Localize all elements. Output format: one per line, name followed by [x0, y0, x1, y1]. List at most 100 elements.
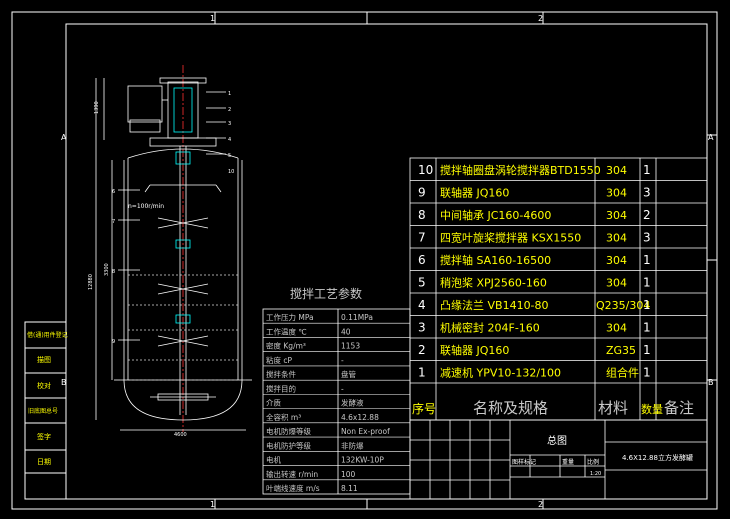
process-cell-label: 粘度 cP — [266, 355, 293, 365]
process-table-title: 搅拌工艺参数 — [290, 286, 362, 301]
process-cell-value: 盘管 — [341, 369, 356, 379]
bom-cell-seq: 7 — [418, 231, 426, 245]
bom-cell-qty: 1 — [643, 276, 651, 290]
bom-cell-material: ZG35 — [606, 344, 636, 357]
zone-label-right-b: B — [708, 378, 714, 387]
bom-cell-qty: 2 — [643, 208, 651, 222]
bom-cell-name: 稍泡桨 XPJ2560-160 — [440, 276, 547, 290]
bom-cell-material: 304 — [606, 254, 627, 267]
part-callout-number: 1 — [228, 91, 231, 97]
bom-cell-material: 304 — [606, 164, 627, 177]
bom-cell-name: 四宽叶旋桨搅拌器 KSX1550 — [440, 231, 581, 245]
bom-header-name: 名称及规格 — [473, 399, 548, 417]
bom-cell-name: 联轴器 JQ160 — [440, 186, 509, 200]
process-cell-label: 全容积 m³ — [266, 412, 301, 422]
speed-note: n=100r/min — [128, 203, 164, 210]
bom-cell-seq: 6 — [418, 253, 426, 267]
part-callout-number: 5 — [228, 153, 231, 159]
strip-cell-sign: 签字 — [37, 432, 51, 441]
process-cell-label: 电机防爆等级 — [266, 426, 311, 436]
bom-cell-qty: 1 — [643, 366, 651, 380]
dim-width: 4600 — [174, 432, 187, 438]
process-cell-label: 输出转速 r/min — [266, 469, 318, 479]
process-cell-label: 工作压力 MPa — [266, 312, 314, 322]
bom-cell-material: 304 — [606, 209, 627, 222]
part-callout-number: 9 — [112, 339, 115, 345]
process-cell-value: 4.6x12.88 — [341, 413, 379, 422]
process-cell-label: 工作温度 ℃ — [266, 326, 307, 336]
process-cell-value: 发酵液 — [341, 398, 364, 408]
part-callout-number: 3 — [228, 121, 231, 127]
bom-cell-qty: 1 — [643, 298, 651, 312]
bom-cell-qty: 3 — [643, 186, 651, 200]
process-cell-value: 8.11 — [341, 484, 358, 493]
zone-label-bottom-2: 2 — [538, 500, 543, 509]
bom-cell-name: 联轴器 JQ160 — [440, 343, 509, 357]
bom-cell-qty: 3 — [643, 231, 651, 245]
process-cell-label: 密度 Kg/m³ — [266, 341, 306, 351]
process-cell-value: Non Ex-proof — [341, 427, 390, 436]
part-callout-number: 10 — [228, 169, 234, 175]
left-registration-strip — [24, 321, 67, 500]
bom-cell-qty: 1 — [643, 253, 651, 267]
process-cell-label: 电机防护等级 — [266, 440, 311, 450]
process-cell-label: 搅拌条件 — [266, 369, 296, 379]
bom-header-remark: 备注 — [664, 399, 694, 417]
bom-cell-seq: 8 — [418, 208, 426, 222]
bom-cell-name: 中间轴承 JC160-4600 — [440, 208, 551, 222]
zone-label-top-1: 1 — [210, 14, 215, 23]
strip-cell-date: 日期 — [37, 458, 51, 466]
bom-cell-name: 机械密封 204F-160 — [440, 321, 540, 335]
strip-cell-old-no: 旧底图总号 — [28, 407, 58, 415]
bom-cell-material: Q235/304 — [596, 299, 650, 312]
bom-header-seq: 序号 — [412, 401, 436, 416]
bom-cell-name: 凸缘法兰 VB1410-80 — [440, 298, 549, 312]
bom-cell-seq: 5 — [418, 276, 426, 290]
process-cell-label: 叶端线速度 m/s — [266, 483, 320, 493]
strip-cell-register: 借(通)用件登记 — [27, 331, 68, 339]
bom-cell-material: 304 — [606, 232, 627, 245]
process-cell-label: 搅拌目的 — [266, 383, 296, 393]
bom-cell-name: 搅拌轴 SA160-16500 — [440, 253, 551, 267]
zone-label-right-a: A — [708, 133, 714, 142]
bom-header-qty: 数量 — [641, 403, 663, 416]
process-cell-value: 非防爆 — [341, 440, 364, 450]
process-cell-value: 100 — [341, 470, 356, 479]
process-cell-label: 电机 — [266, 455, 281, 465]
bom-cell-qty: 1 — [643, 343, 651, 357]
part-callout-number: 7 — [112, 219, 115, 225]
dim-top-height: 1390 — [94, 101, 100, 114]
fermenter-vessel-drawing — [95, 65, 252, 432]
bom-header-row: 序号 名称及规格 材料 数量 备注 — [412, 399, 694, 417]
bom-cell-material: 304 — [606, 322, 627, 335]
part-callout-number: 2 — [228, 107, 231, 113]
bom-cell-seq: 10 — [418, 163, 433, 177]
part-callout-number: 6 — [112, 189, 115, 195]
zone-label-left-a: A — [61, 133, 67, 142]
bom-cell-seq: 1 — [418, 366, 426, 380]
zone-label-left-b: B — [61, 378, 67, 387]
zone-label-bottom-1: 1 — [210, 500, 215, 509]
project-name: 4.6X12.88立方发酵罐 — [622, 453, 693, 462]
process-cell-value: 40 — [341, 327, 351, 336]
process-cell-value: - — [341, 384, 344, 393]
bom-cell-qty: 1 — [643, 163, 651, 177]
process-cell-label: 介质 — [266, 398, 281, 408]
title-block-grid — [409, 419, 708, 500]
bom-cell-name: 搅拌轴圈盘涡轮搅拌器BTD1550 — [440, 163, 601, 177]
strip-cell-trace: 描图 — [37, 355, 51, 364]
zone-label-top-2: 2 — [538, 14, 543, 23]
bom-cell-material: 组合件 — [606, 366, 639, 380]
part-callout-number: 4 — [228, 137, 231, 143]
title-label-scale: 比例 — [587, 458, 599, 466]
process-cell-value: - — [341, 356, 344, 365]
dim-total-height: 12880 — [88, 274, 94, 290]
dim-side: 3300 — [104, 263, 110, 276]
process-cell-value: 1153 — [341, 342, 360, 351]
strip-cell-check: 校对 — [37, 381, 51, 390]
title-scale-value: 1:20 — [590, 471, 601, 477]
process-table-grid — [262, 308, 411, 495]
